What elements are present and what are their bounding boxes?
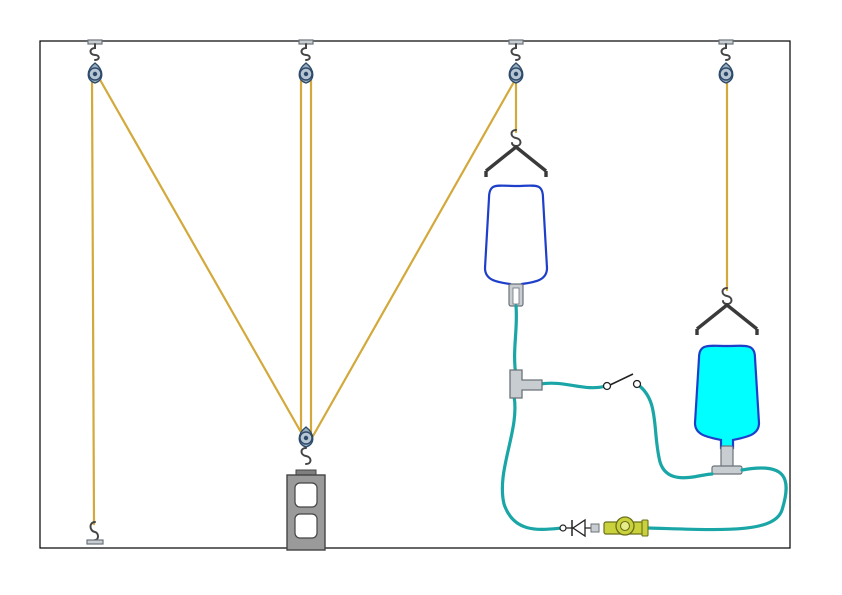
ceiling-pulley-4 (718, 39, 734, 84)
bag-hanger (695, 303, 759, 337)
floor-plate (86, 539, 104, 545)
check-valve-icon (571, 518, 586, 538)
tube-tee-to-switch (538, 381, 608, 390)
ceiling-mount-icon (508, 39, 524, 61)
pulley-icon (508, 62, 524, 84)
tube-bag1-to-tee (513, 304, 518, 378)
block-hole-top (294, 482, 318, 508)
ropes (90, 76, 729, 526)
pump-rotor (619, 520, 631, 532)
switch-lever (609, 373, 634, 386)
floor-hook-icon (89, 521, 99, 541)
switch-contact-right (632, 379, 642, 389)
ceiling-pulley-1 (87, 39, 103, 84)
tube-tee-to-valve (500, 394, 564, 531)
bag-port (720, 445, 734, 469)
rope-left-diagonal (97, 76, 304, 436)
switch (602, 373, 642, 391)
rope-left-vertical (90, 76, 96, 526)
block-hole-bottom (294, 513, 318, 539)
bag-port-inner (512, 287, 520, 305)
pump (603, 516, 649, 537)
s-hook-icon (300, 447, 312, 465)
ceiling-mount-icon (718, 39, 734, 61)
pulley-icon (87, 62, 103, 84)
bag-hanger (484, 145, 548, 179)
floor-hook (86, 521, 104, 545)
pump-outlet (641, 519, 649, 537)
pulley-icon (298, 62, 314, 84)
tube-switch-to-bag2 (635, 382, 714, 480)
valve-port-left (559, 524, 567, 532)
iv-bag-empty (483, 129, 549, 307)
tube-bag2-loop (646, 466, 788, 532)
bag-outlet-plate (711, 465, 743, 475)
ceiling-mount-icon (298, 39, 314, 61)
rope-right-diagonal (311, 78, 517, 438)
tubing (500, 304, 788, 532)
iv-bag-icon (693, 344, 761, 450)
moving-pulley (298, 426, 314, 465)
switch-contact-left (602, 381, 612, 391)
scene-frame (39, 40, 791, 549)
iv-bag-filled (693, 287, 761, 475)
iv-bag-icon (483, 184, 549, 292)
valve-port-right (590, 523, 600, 533)
cinder-block (286, 469, 326, 551)
ceiling-mount-icon (87, 39, 103, 61)
check-valve (559, 518, 600, 538)
t-connector-icon (509, 369, 543, 399)
ceiling-pulley-2 (298, 39, 314, 84)
block-top-bar (295, 469, 317, 476)
pulley-icon (718, 62, 734, 84)
t-connector (509, 369, 543, 399)
ceiling-pulley-3 (508, 39, 524, 84)
